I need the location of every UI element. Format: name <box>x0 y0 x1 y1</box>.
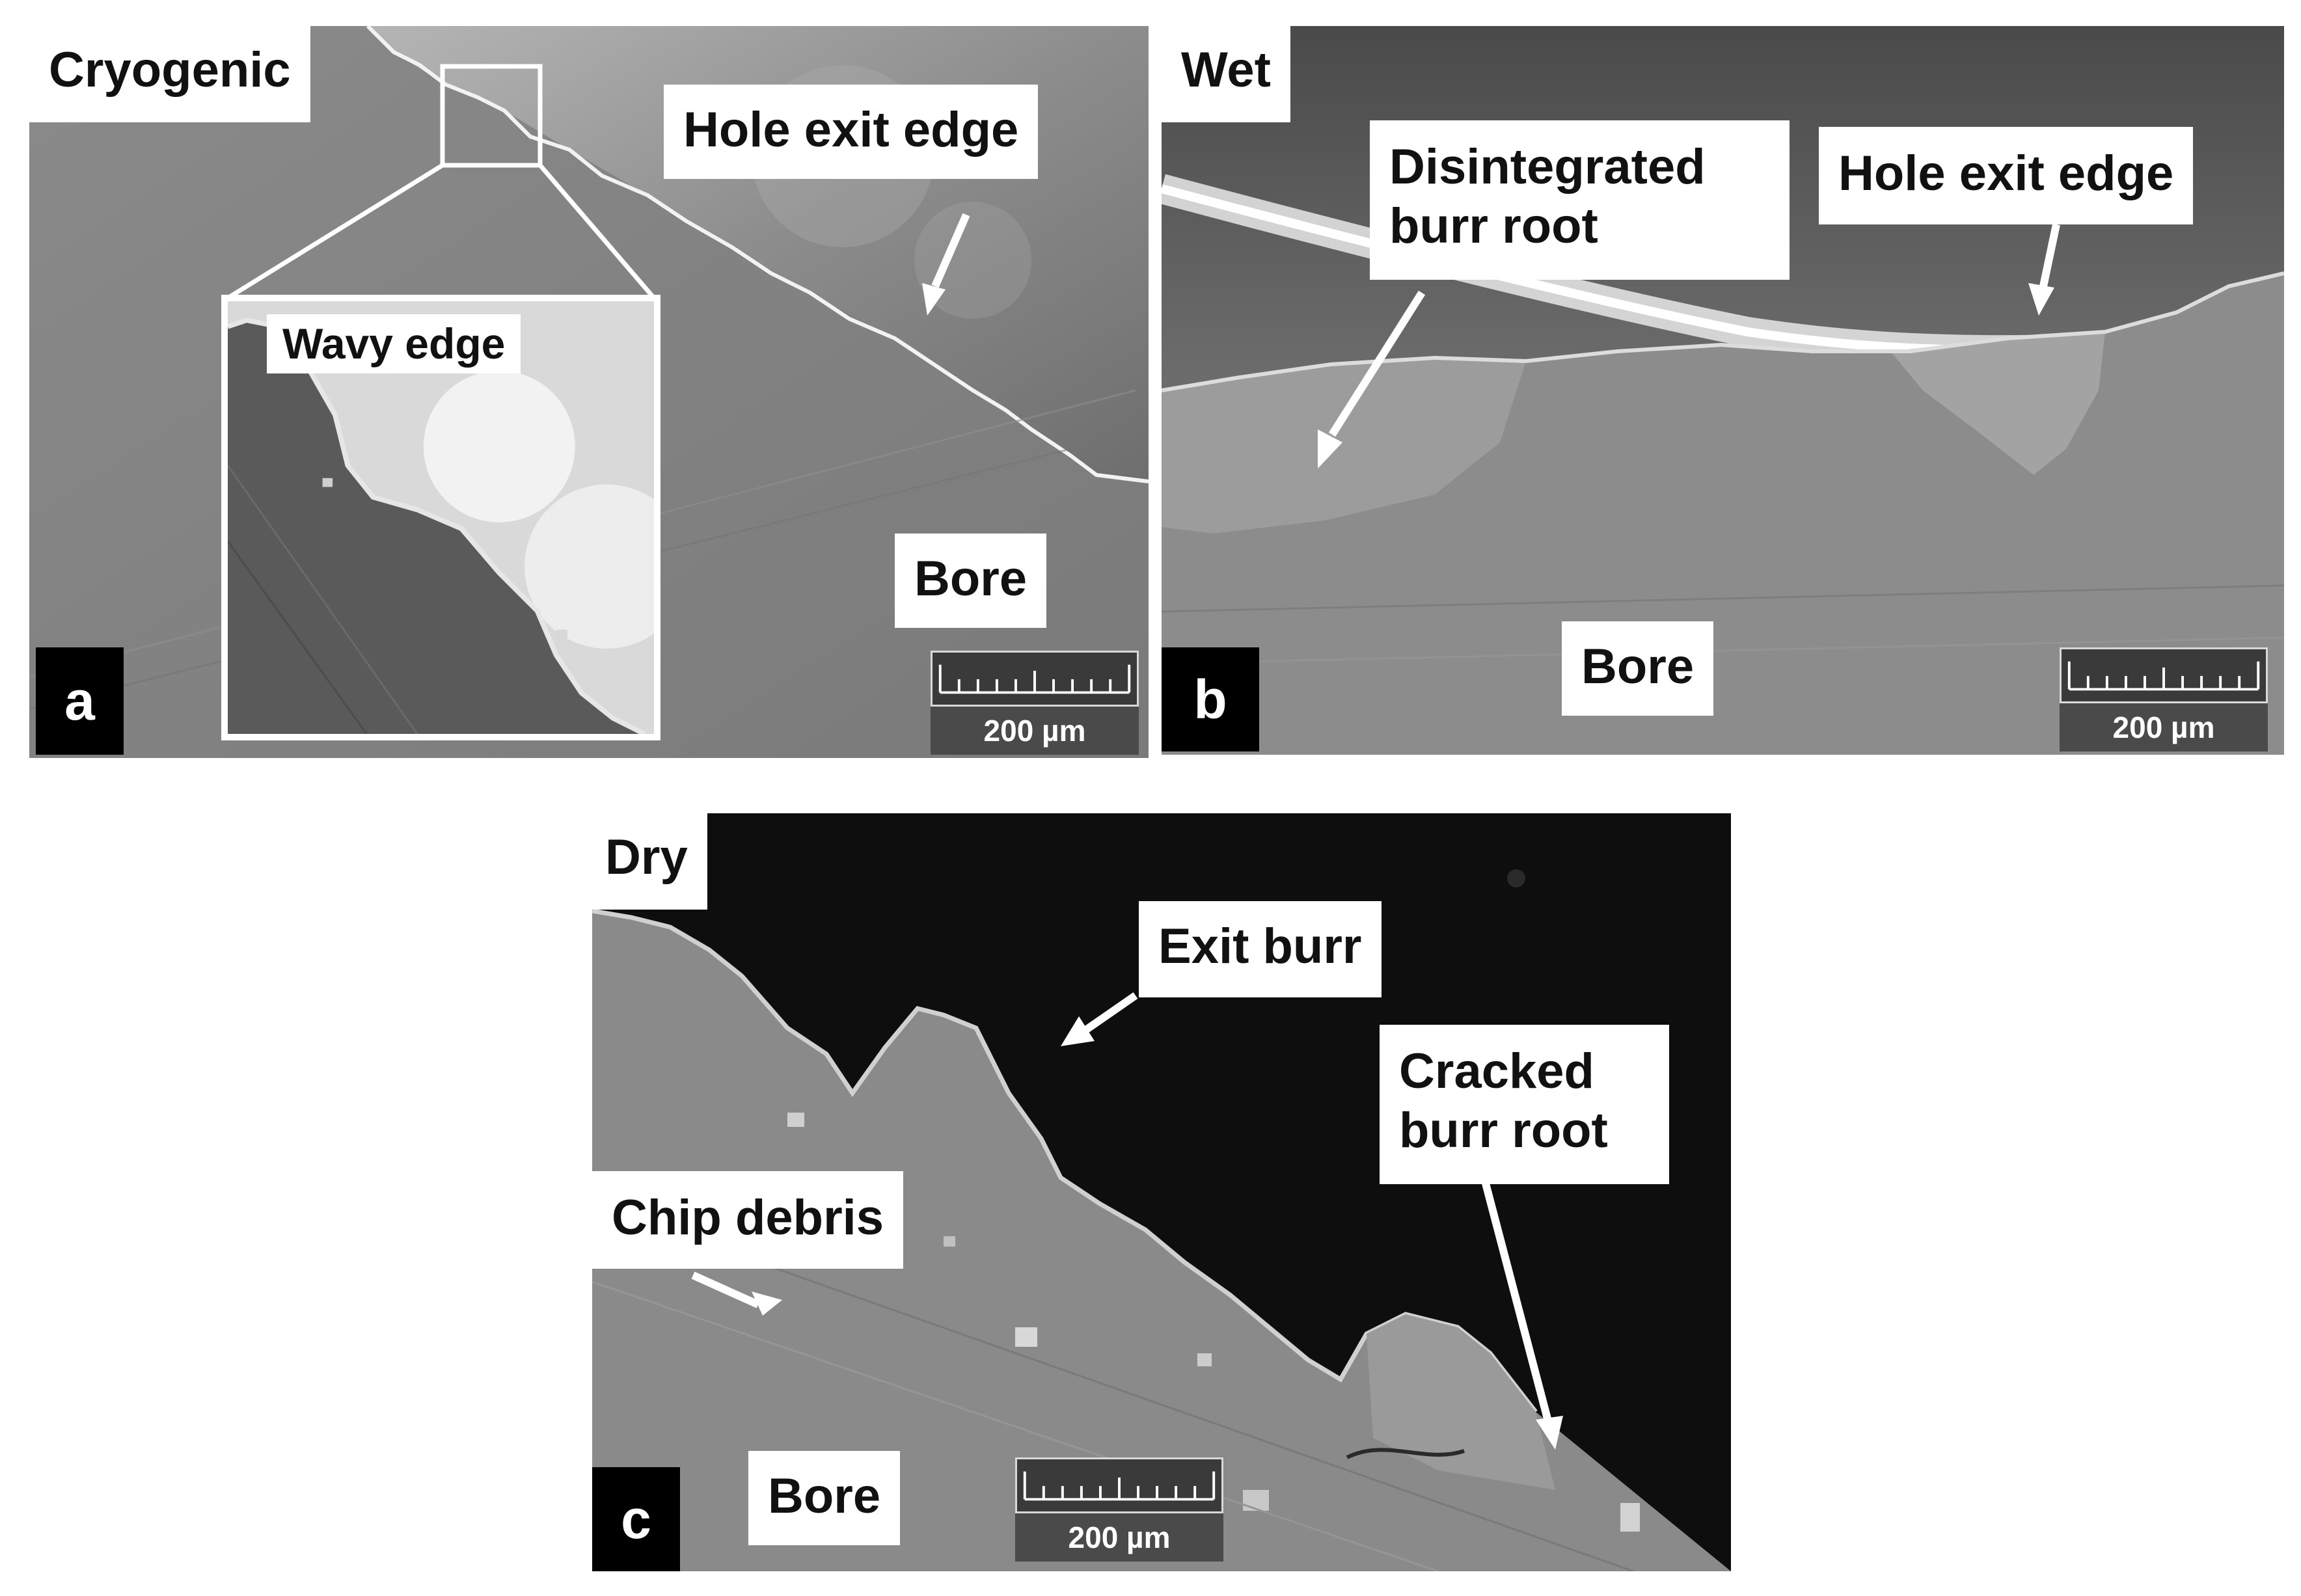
label-line-1: Cracked <box>1399 1044 1594 1099</box>
scale-text-b: 200 µm <box>2060 703 2268 751</box>
label-line-2: burr root <box>1399 1103 1608 1159</box>
label-line-1: Disintegrated <box>1389 139 1706 195</box>
label-bore-c: Bore <box>748 1451 901 1545</box>
scale-bar-b: 200 µm <box>2060 647 2268 751</box>
inset-zoom: Wavy edge <box>221 295 660 740</box>
panel-c: Dry Exit burr Cracked burr root Chip deb… <box>592 813 1731 1571</box>
scale-ruler <box>931 651 1139 707</box>
scale-text-c: 200 µm <box>1015 1513 1223 1562</box>
condition-label-wet: Wet <box>1162 26 1290 122</box>
label-wavy-edge: Wavy edge <box>267 314 521 374</box>
scale-bar-a: 200 µm <box>931 651 1139 755</box>
scale-ruler <box>2060 647 2268 703</box>
label-line-2: burr root <box>1389 198 1598 254</box>
label-hole-exit-edge-b: Hole exit edge <box>1819 127 2194 224</box>
panel-b: Wet Disintegrated burr root Hole exit ed… <box>1162 26 2284 755</box>
label-cracked-burr-root: Cracked burr root <box>1380 1025 1669 1184</box>
label-hole-exit-edge-a: Hole exit edge <box>664 85 1039 179</box>
condition-label-cryogenic: Cryogenic <box>29 26 310 122</box>
scale-bar-c: 200 µm <box>1015 1457 1223 1562</box>
label-disintegrated-burr-root: Disintegrated burr root <box>1370 120 1790 280</box>
panel-letter-a: a <box>36 647 124 755</box>
label-chip-debris: Chip debris <box>592 1171 904 1269</box>
panel-a: Wavy edge Cryogenic Hole exit edge Bore … <box>29 26 1149 758</box>
scale-text-a: 200 µm <box>931 707 1139 755</box>
scale-ruler <box>1015 1457 1223 1513</box>
label-bore-b: Bore <box>1562 621 1714 716</box>
label-exit-burr: Exit burr <box>1139 901 1382 997</box>
panel-letter-b: b <box>1162 647 1259 751</box>
condition-label-dry: Dry <box>592 813 707 910</box>
label-bore-a: Bore <box>895 534 1047 628</box>
panel-letter-c: c <box>592 1467 680 1571</box>
